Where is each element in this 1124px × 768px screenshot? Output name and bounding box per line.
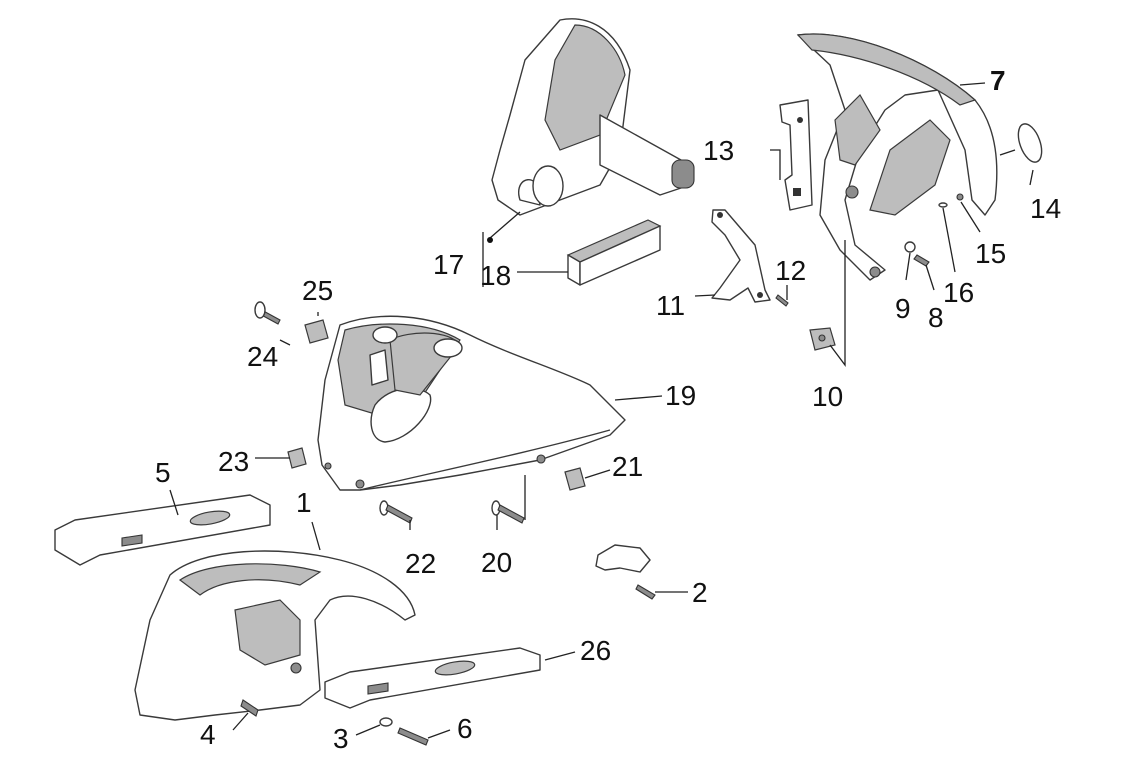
callout-8: 8 [928,302,944,333]
callout-24: 24 [247,341,278,372]
part-22-20-screws [379,500,525,524]
leader-lines [169,82,1034,739]
callout-2: 2 [692,577,708,608]
part-23-clip [287,447,307,469]
part-21-clip [564,467,586,491]
callout-13: 13 [703,135,734,166]
callout-23: 23 [218,446,249,477]
callout-14: 14 [1030,193,1061,224]
part-19-inner-shield [317,315,626,491]
part-10-speed-nut [809,327,836,351]
part-26-right-bracket [324,647,541,709]
callout-21: 21 [612,451,643,482]
callout-5: 5 [155,457,171,488]
callout-1: 1 [296,487,312,518]
callout-17: 17 [433,249,464,280]
callout-25: 25 [302,275,333,306]
part-5-left-bracket [54,494,271,566]
callout-20: 20 [481,547,512,578]
callout-labels: 1 2 3 4 5 6 7 8 9 10 11 12 13 14 15 16 1… [155,65,1061,754]
part-14-reflector [999,123,1043,163]
part-7-front-fender [796,33,998,281]
callout-15: 15 [975,238,1006,269]
part-17-rear-hugger [491,18,695,216]
part-13-bracket [779,99,813,211]
callout-16: 16 [943,277,974,308]
callout-4: 4 [200,719,216,750]
callout-7: 7 [990,65,1006,96]
part-1-front-mudguard [134,550,416,721]
part-2-cable-clamp [595,544,656,600]
part-24-25-screw-clip [254,301,329,344]
callout-19: 19 [665,380,696,411]
callout-22: 22 [405,548,436,579]
callout-6: 6 [457,713,473,744]
callout-26: 26 [580,635,611,666]
callout-11: 11 [656,290,685,321]
callout-12: 12 [775,255,806,286]
part-18-foam-strip [566,219,662,286]
callout-9: 9 [895,293,911,324]
part-11-support-bracket [711,209,771,303]
small-hardware-right [775,193,964,307]
callout-3: 3 [333,723,349,754]
callout-10: 10 [812,381,843,412]
callout-18: 18 [480,260,511,291]
parts-3-4-6-hardware [240,699,429,746]
